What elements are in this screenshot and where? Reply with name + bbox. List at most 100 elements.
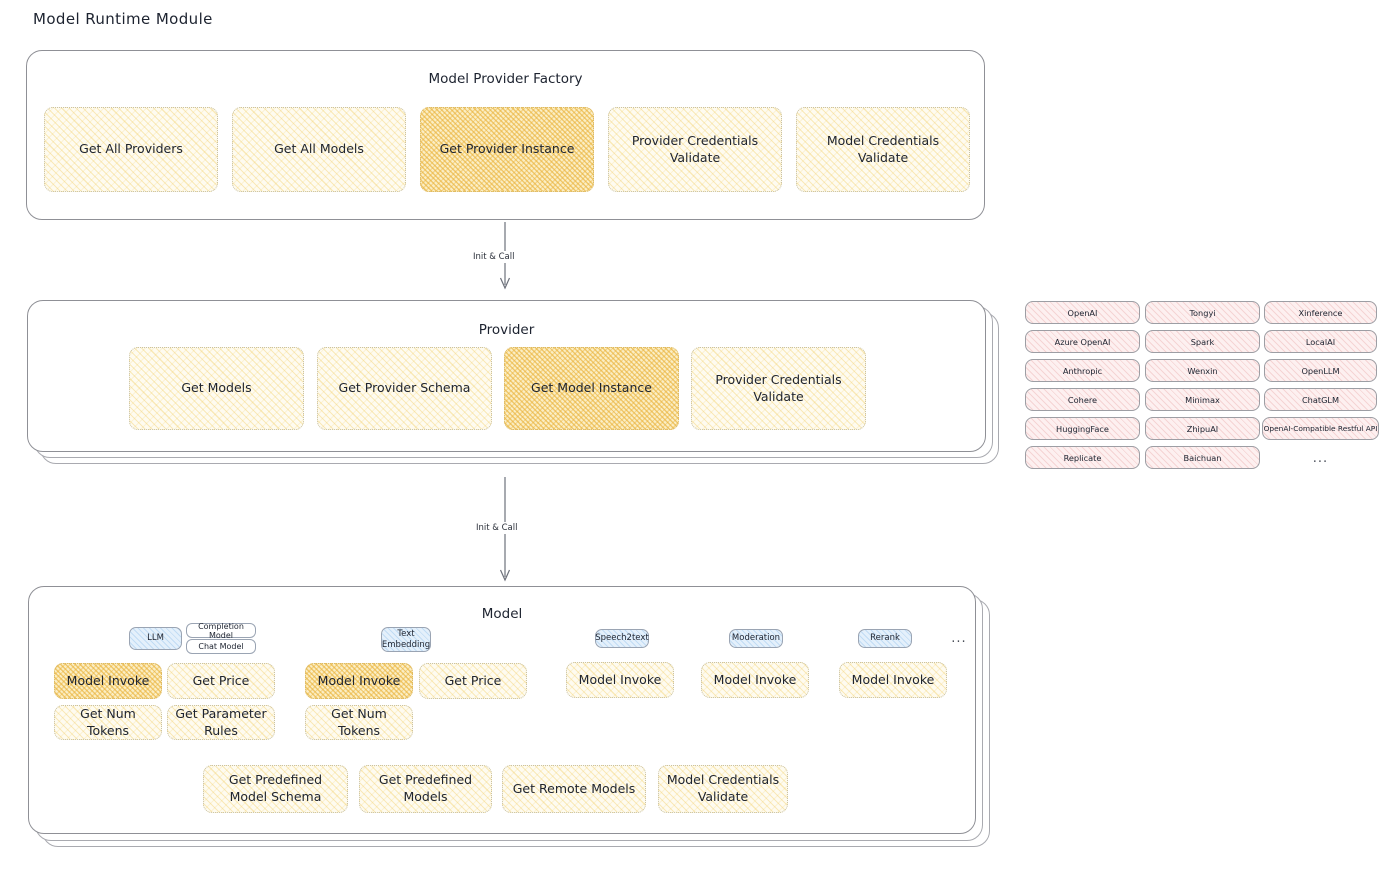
- model-type-label: Rerank: [870, 633, 900, 644]
- card-label: Get Predefined Models: [378, 772, 473, 804]
- provider-chip-label: Anthropic: [1062, 365, 1103, 376]
- provider-chip-zhipuai[interactable]: ZhipuAI: [1145, 417, 1260, 440]
- provider-chip-label: Xinference: [1298, 307, 1343, 318]
- card-moderation-model-invoke[interactable]: Model Invoke: [701, 662, 809, 698]
- card-label: Get Price: [444, 672, 502, 688]
- card-label: Get All Models: [274, 141, 364, 157]
- card-get-all-models[interactable]: Get All Models: [232, 107, 406, 192]
- model-type-label: Speech2text: [595, 633, 649, 644]
- provider-chip-minimax[interactable]: Minimax: [1145, 388, 1260, 411]
- card-text-embedding-model-invoke[interactable]: Model Invoke: [305, 663, 413, 699]
- card-label: Model Invoke: [851, 671, 935, 687]
- card-get-provider-instance[interactable]: Get Provider Instance: [420, 107, 594, 192]
- provider-chip-label: Minimax: [1185, 394, 1220, 405]
- provider-chip-spark[interactable]: Spark: [1145, 330, 1260, 353]
- card-llm-get-parameter-rules[interactable]: Get Parameter Rules: [167, 705, 275, 740]
- card-label: Get Parameter Rules: [175, 705, 267, 738]
- provider-chip-label: ChatGLM: [1301, 394, 1340, 405]
- page-title: Model Runtime Module: [33, 10, 213, 28]
- card-model-credentials-validate[interactable]: Model Credentials Validate: [796, 107, 970, 192]
- card-label: Get Model Instance: [531, 380, 652, 396]
- provider-chip-label: Tongyi: [1189, 307, 1216, 318]
- model-type-label: Moderation: [731, 633, 781, 644]
- provider-chip-azure-openai[interactable]: Azure OpenAI: [1025, 330, 1140, 353]
- card-label: Model Invoke: [317, 672, 401, 688]
- card-llm-get-num-tokens[interactable]: Get Num Tokens: [54, 705, 162, 740]
- provider-chip-baichuan[interactable]: Baichuan: [1145, 446, 1260, 469]
- panel-title-factory: Model Provider Factory: [428, 71, 583, 87]
- card-label: Get Price: [192, 672, 250, 688]
- card-provider-credentials-validate[interactable]: Provider Credentials Validate: [608, 107, 782, 192]
- card-label: Model Credentials Validate: [826, 132, 940, 165]
- card-get-model-instance[interactable]: Get Model Instance: [504, 347, 679, 430]
- model-type-label: Text Embedding: [381, 628, 431, 650]
- card-label: Model Invoke: [578, 671, 662, 687]
- card-label: Get Num Tokens: [80, 705, 136, 738]
- model-subtype-chip-chat-model[interactable]: Chat Model: [186, 639, 256, 654]
- provider-chip-wenxin[interactable]: Wenxin: [1145, 359, 1260, 382]
- card-get-remote-models[interactable]: Get Remote Models: [502, 765, 646, 813]
- card-provider-credentials-validate-2[interactable]: Provider Credentials Validate: [691, 347, 866, 430]
- provider-chip-tongyi[interactable]: Tongyi: [1145, 301, 1260, 324]
- provider-chip-label: ZhipuAI: [1186, 423, 1219, 434]
- card-get-predefined-models[interactable]: Get Predefined Models: [359, 765, 492, 813]
- model-subtype-chip-completion-model[interactable]: Completion Model: [186, 621, 256, 640]
- card-model-credentials-validate-3[interactable]: Model Credentials Validate: [658, 765, 788, 813]
- model-type-label: LLM: [147, 633, 164, 644]
- model-type-chip-moderation[interactable]: Moderation: [729, 629, 783, 648]
- model-subtype-label: Chat Model: [198, 642, 244, 651]
- model-type-chip-rerank[interactable]: Rerank: [858, 629, 912, 648]
- card-llm-model-invoke[interactable]: Model Invoke: [54, 663, 162, 699]
- provider-chip-cohere[interactable]: Cohere: [1025, 388, 1140, 411]
- provider-chip-replicate[interactable]: Replicate: [1025, 446, 1140, 469]
- card-speech2text-model-invoke[interactable]: Model Invoke: [566, 662, 674, 698]
- card-label: Get Num Tokens: [331, 705, 387, 738]
- provider-chip-localai[interactable]: LocalAI: [1264, 330, 1377, 353]
- provider-chip-label: LocalAI: [1305, 336, 1336, 347]
- card-label: Provider Credentials Validate: [631, 132, 759, 165]
- card-label: Model Invoke: [66, 672, 150, 688]
- provider-chip-label: Replicate: [1063, 452, 1102, 463]
- provider-chip-label: HuggingFace: [1056, 423, 1109, 434]
- provider-chip-label: OpenLLM: [1301, 365, 1340, 376]
- card-text-embedding-get-price[interactable]: Get Price: [419, 663, 527, 699]
- provider-chip-anthropic[interactable]: Anthropic: [1025, 359, 1140, 382]
- card-label: Get Provider Schema: [338, 380, 471, 396]
- provider-chip-huggingface[interactable]: HuggingFace: [1025, 417, 1140, 440]
- model-type-chip-speech2text[interactable]: Speech2text: [595, 629, 649, 648]
- panel-title-provider: Provider: [478, 322, 535, 338]
- card-get-models[interactable]: Get Models: [129, 347, 304, 430]
- provider-chip-label: OpenAI-Compatible Restful API: [1263, 424, 1378, 433]
- panel-title-model: Model: [481, 606, 523, 622]
- provider-chip-label: Wenxin: [1187, 365, 1218, 376]
- card-label: Get Models: [181, 380, 252, 396]
- model-subtype-label: Completion Model: [198, 621, 244, 640]
- card-label: Model Invoke: [713, 671, 797, 687]
- card-get-all-providers[interactable]: Get All Providers: [44, 107, 218, 192]
- provider-chip-chatglm[interactable]: ChatGLM: [1264, 388, 1377, 411]
- model-type-chip-text-embedding[interactable]: Text Embedding: [381, 627, 431, 652]
- card-label: Model Credentials Validate: [666, 772, 780, 804]
- provider-chip-label: Baichuan: [1183, 452, 1222, 463]
- model-types-more: ...: [951, 630, 967, 646]
- card-llm-get-price[interactable]: Get Price: [167, 663, 275, 699]
- card-rerank-model-invoke[interactable]: Model Invoke: [839, 662, 947, 698]
- provider-chip-xinference[interactable]: Xinference: [1264, 301, 1377, 324]
- arrow-label-init-call-1: Init & Call: [470, 251, 518, 263]
- provider-chip-openllm[interactable]: OpenLLM: [1264, 359, 1377, 382]
- card-get-predefined-model-schema[interactable]: Get Predefined Model Schema: [203, 765, 348, 813]
- provider-chip-label: Azure OpenAI: [1054, 336, 1111, 347]
- card-label: Provider Credentials Validate: [715, 371, 842, 404]
- provider-chip-label: OpenAI: [1067, 307, 1098, 318]
- provider-chip-label: Cohere: [1067, 394, 1098, 405]
- provider-chip-label: Spark: [1190, 336, 1215, 347]
- card-label: Get Remote Models: [512, 780, 636, 796]
- card-get-provider-schema[interactable]: Get Provider Schema: [317, 347, 492, 430]
- card-label: Get Provider Instance: [439, 141, 575, 157]
- card-label: Get Predefined Model Schema: [228, 772, 323, 804]
- provider-chip-openai-compatible-restful-api[interactable]: OpenAI-Compatible Restful API: [1262, 417, 1379, 440]
- model-type-chip-llm[interactable]: LLM: [129, 627, 182, 650]
- provider-chip-openai[interactable]: OpenAI: [1025, 301, 1140, 324]
- card-text-embedding-get-num-tokens[interactable]: Get Num Tokens: [305, 705, 413, 740]
